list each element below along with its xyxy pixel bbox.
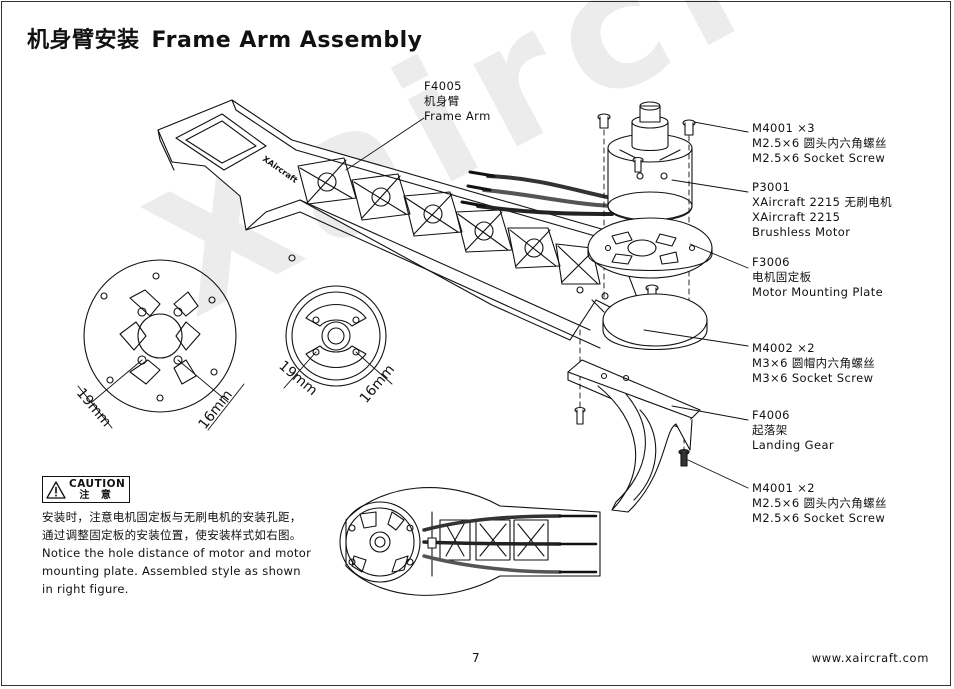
caution-text: 安装时，注意电机固定板与无刷电机的安装孔距， 通过调整固定板的安装位置，使安装样… [42, 508, 311, 598]
caution-label-cn: 注 意 [79, 489, 115, 501]
callout-line: Landing Gear [752, 438, 835, 452]
callout-line: Brushless Motor [752, 225, 851, 239]
callout-line: M2.5×6 Socket Screw [752, 511, 886, 525]
warning-triangle-icon [43, 477, 69, 502]
page-title-cn: 机身臂安装 [27, 28, 140, 53]
callout-line: 机身臂 [424, 94, 460, 108]
page-title: 机身臂安装 Frame Arm Assembly [27, 22, 423, 54]
dim-left-16mm: 16mm [196, 387, 236, 432]
callout-line: F4006 [752, 408, 790, 422]
caution-line: 安装时，注意电机固定板与无刷电机的安装孔距， [42, 510, 302, 524]
assembled-top-view [339, 487, 601, 596]
motor-mounting-plate [587, 217, 713, 279]
caution-line: Notice the hole distance of motor and mo… [42, 546, 312, 560]
caution-badge: CAUTION 注 意 [42, 476, 130, 503]
callout-line: M2.5×6 圆头内六角螺丝 [752, 136, 887, 150]
callout-line: XAircraft 2215 [752, 210, 841, 224]
frame-arm: XAircraft [157, 99, 639, 349]
callout-line: M3×6 Socket Screw [752, 371, 874, 385]
callout-line: Frame Arm [424, 109, 491, 123]
callout-socket-screw-m2-5-x2: M4001 ×2 M2.5×6 圆头内六角螺丝 M2.5×6 Socket Sc… [752, 481, 887, 526]
callout-line: M2.5×6 圆头内六角螺丝 [752, 496, 887, 510]
dim-middle-19mm: 19mm [275, 358, 320, 399]
callout-line: 电机固定板 [752, 270, 812, 284]
plate-diagram-middle: 19mm 16mm [275, 285, 398, 407]
caution-line: mounting plate. Assembled style as shown [42, 564, 301, 578]
callout-line: M4001 ×3 [752, 121, 815, 135]
caution-label-en: CAUTION [69, 477, 126, 490]
callout-socket-screw-m2-5-x3: M4001 ×3 M2.5×6 圆头内六角螺丝 M2.5×6 Socket Sc… [752, 121, 887, 166]
callout-line: M2.5×6 Socket Screw [752, 151, 886, 165]
callout-line: M3×6 圆帽内六角螺丝 [752, 356, 876, 370]
brushless-motor [607, 101, 693, 222]
callout-socket-screw-m3: M4002 ×2 M3×6 圆帽内六角螺丝 M3×6 Socket Screw [752, 341, 875, 386]
caution-line: in right figure. [42, 582, 129, 596]
leader-lines [345, 117, 749, 489]
callout-line: M4001 ×2 [752, 481, 815, 495]
page-number: 7 [472, 651, 480, 665]
caution-line: 通过调整固定板的安装位置，使安装样式如右图。 [42, 528, 302, 542]
arm-truss [297, 157, 601, 285]
page-title-en: Frame Arm Assembly [151, 28, 423, 53]
callout-motor-mounting-plate: F3006 电机固定板 Motor Mounting Plate [752, 255, 883, 300]
motor-wires [460, 170, 614, 216]
callout-line: XAircraft 2215 无刷电机 [752, 195, 893, 209]
callout-brushless-motor: P3001 XAircraft 2215 无刷电机 XAircraft 2215… [752, 180, 892, 240]
plate-diagram-left: 19mm 16mm [73, 259, 245, 432]
callout-line: F4005 [424, 79, 462, 93]
callout-line: F3006 [752, 255, 790, 269]
top-screws [597, 113, 696, 173]
callout-line: 起落架 [752, 423, 788, 437]
callout-line: M4002 ×2 [752, 341, 815, 355]
website-url[interactable]: www.xaircraft.com [811, 651, 929, 665]
callout-landing-gear: F4006 起落架 Landing Gear [752, 408, 834, 453]
callout-line: P3001 [752, 180, 791, 194]
callout-frame-arm: F4005 机身臂 Frame Arm [424, 79, 491, 124]
callout-line: Motor Mounting Plate [752, 285, 884, 299]
landing-gear [567, 359, 701, 513]
arm-end-disc [591, 293, 708, 350]
